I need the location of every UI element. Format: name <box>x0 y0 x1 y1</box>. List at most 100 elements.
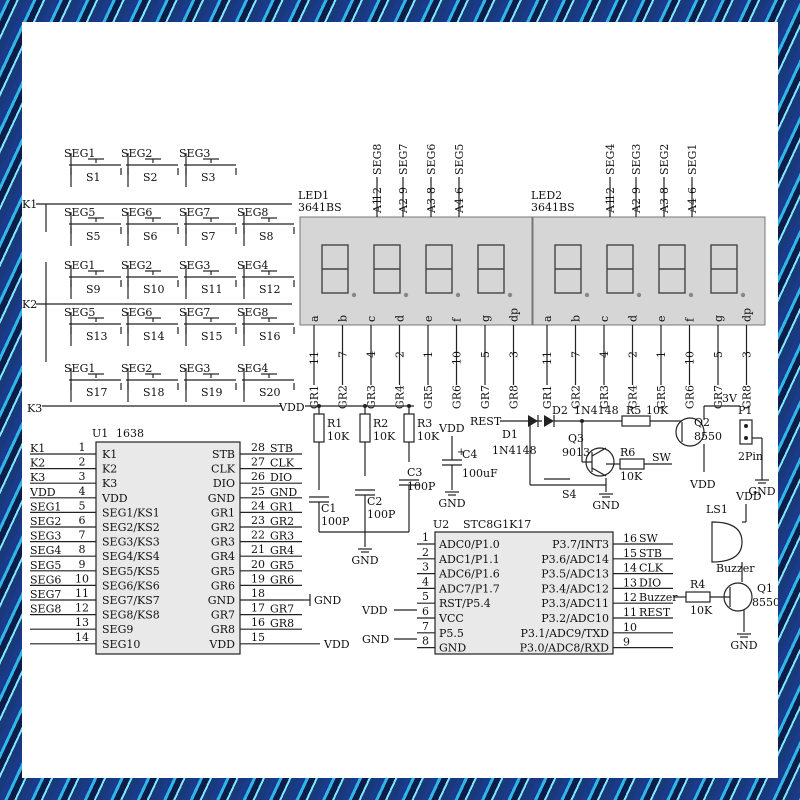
switch-ref-label: S5 <box>86 230 101 243</box>
junction-dot <box>363 404 367 408</box>
decimal-point <box>507 292 513 298</box>
u1-left-net: K2 <box>30 457 45 470</box>
net-label-K3: K3 <box>27 402 42 415</box>
u1-vdd-label: VDD <box>323 638 350 651</box>
led1-top-pin-net: SEG7 <box>397 144 410 175</box>
u1-pin-name: SEG9 <box>102 623 133 636</box>
u1-pin-number: 11 <box>75 587 89 600</box>
led1-seg-label: dp <box>508 308 521 322</box>
u1-pin-name: GR7 <box>211 609 235 622</box>
p1-connector <box>739 419 753 445</box>
led2-top-pin-net: SEG1 <box>686 144 699 175</box>
switch-seg-label: SEG7 <box>179 306 210 319</box>
c4-value: 100uF <box>462 467 498 480</box>
led1-bottom-pin-net: GR2 <box>337 385 350 409</box>
u1-left-net: SEG5 <box>30 559 61 572</box>
led2-name: LED2 <box>531 189 562 202</box>
led1-bottom-pin-net: GR5 <box>422 385 435 409</box>
led2-bottom-pin-net: GR1 <box>541 385 554 409</box>
buzzer-ref: LS1 <box>706 503 728 516</box>
r4-body <box>685 591 711 603</box>
u2-pin-name: ADC0/P1.0 <box>438 538 500 551</box>
u1-pin-name: K3 <box>102 477 117 490</box>
u1-pin-number: 23 <box>251 514 265 527</box>
led2-seg-label: a <box>541 315 554 322</box>
r6-body <box>619 458 645 470</box>
u1-pin-name: GND <box>208 492 235 505</box>
c4-ref: C4 <box>462 448 477 461</box>
switch-ref-label: S1 <box>86 171 101 184</box>
led2-digit-label: A4 <box>686 198 699 214</box>
ground-label: GND <box>592 499 619 512</box>
r5-ref: R5 <box>626 404 641 417</box>
u2-pin-number: 2 <box>422 546 429 559</box>
junction-dot <box>317 404 321 408</box>
led1-bottom-pin-number: 1 <box>422 351 435 358</box>
c4-vdd-label: VDD <box>438 422 465 435</box>
u1-pin-name: SEG1/KS1 <box>102 506 160 519</box>
led1-top-pin-number: 12 <box>371 187 384 201</box>
led2-bottom-pin-number: 4 <box>598 351 611 358</box>
u1-part: 1638 <box>116 427 144 440</box>
led2-seg-label: c <box>598 316 611 322</box>
led2-seg-label: b <box>570 315 583 322</box>
switch-seg-label: SEG5 <box>64 206 95 219</box>
u1-pin-name: GR2 <box>211 521 235 534</box>
switch-ref-label: S12 <box>259 283 281 296</box>
u1-pin-name: GR8 <box>211 623 235 636</box>
led1-top-pin-number: 6 <box>453 187 466 194</box>
switch-seg-label: SEG3 <box>179 147 210 160</box>
led1-digit-label: A1 <box>371 198 384 214</box>
led2-bottom-pin-number: 3 <box>741 351 754 358</box>
resistor-ref: R3 <box>417 417 432 430</box>
u1-pin-name: SEG10 <box>102 638 140 651</box>
led1-top-pin-number: 9 <box>397 187 410 194</box>
decimal-point <box>740 292 746 298</box>
u1-pin-number: 22 <box>251 529 265 542</box>
switch-seg-label: SEG4 <box>237 259 268 272</box>
u2-pin-name: P3.0/ADC8/RXD <box>520 642 610 655</box>
switch-seg-label: SEG1 <box>64 147 95 160</box>
switch-ref-label: S2 <box>143 171 158 184</box>
switch-seg-label: SEG4 <box>237 362 268 375</box>
u1-pin-number: 18 <box>251 587 265 600</box>
u1-left-net: SEG3 <box>30 530 61 543</box>
led1-seg-label: c <box>365 316 378 322</box>
u1-left-net: K1 <box>30 442 45 455</box>
led2-digit-label: A3 <box>658 198 671 214</box>
u1-right-net: GND <box>270 486 297 499</box>
led2-bottom-pin-net: GR4 <box>627 385 640 409</box>
switch-ref-label: S14 <box>143 330 165 343</box>
led2-top-pin-net: SEG4 <box>604 144 617 175</box>
r6-ref: R6 <box>620 446 635 459</box>
led2-bottom-pin-number: 7 <box>570 351 583 358</box>
switch-ref-label: S19 <box>201 386 223 399</box>
switch-ref-label: S3 <box>201 171 216 184</box>
net-label-K1: K1 <box>22 198 37 211</box>
led2-digit <box>606 244 642 298</box>
u1-gnd-label: GND <box>314 594 341 607</box>
u2-pin-number: 16 <box>623 532 637 545</box>
led1-digit-label: A2 <box>397 198 410 214</box>
u1-right-net: STB <box>270 442 293 455</box>
decimal-point <box>403 292 409 298</box>
r4-value: 10K <box>690 604 713 617</box>
u2-pin-name: P3.7/INT3 <box>552 538 609 551</box>
u2-pin-name: P3.4/ADC12 <box>541 582 609 595</box>
u1-right-net: GR8 <box>270 617 294 630</box>
u1-left-net: SEG8 <box>30 603 61 616</box>
q1-part: 8550 <box>752 596 778 609</box>
capacitor-value: 100P <box>321 515 350 528</box>
led1-top-pin-net: SEG5 <box>453 144 466 175</box>
u1-right-net: GR7 <box>270 603 294 616</box>
led1-bottom-pin-number: 2 <box>394 351 407 358</box>
led2-top-pin-number: 6 <box>686 187 699 194</box>
switch-ref-label: S8 <box>259 230 274 243</box>
led2-seg-label: e <box>655 315 668 322</box>
led2-seg-label: d <box>627 315 640 322</box>
q2-vdd-label: VDD <box>689 478 716 491</box>
u2-gnd-label: GND <box>362 633 389 646</box>
schematic-diagram: SEG1S1SEG2S2SEG3S3SEG5S5SEG6S6SEG7S7SEG8… <box>22 144 780 655</box>
u1-right-net: GR5 <box>270 559 294 572</box>
